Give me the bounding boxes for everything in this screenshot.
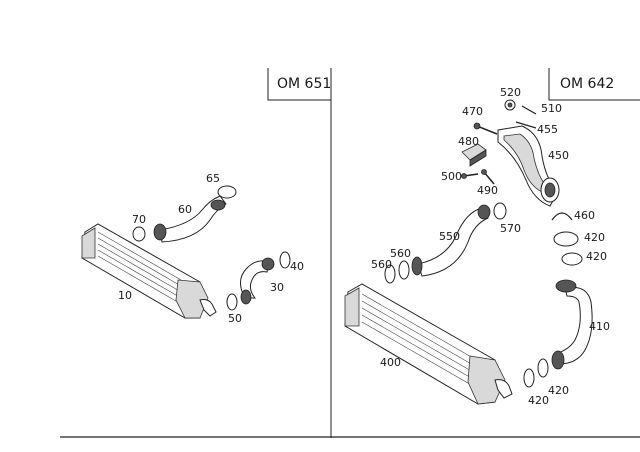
label-70: 70 <box>132 213 146 226</box>
housing-450 <box>497 125 560 207</box>
engine-box-left: OM 651 <box>267 68 331 101</box>
clamp-420a <box>553 231 579 247</box>
label-40: 40 <box>290 260 304 273</box>
label-450: 450 <box>548 149 569 162</box>
clamp-40 <box>279 251 291 269</box>
label-420b: 420 <box>586 250 607 263</box>
label-30: 30 <box>270 281 284 294</box>
label-455: 455 <box>537 123 558 136</box>
clamp-70 <box>132 226 146 242</box>
hose-550 <box>411 204 491 277</box>
label-510: 510 <box>541 102 562 115</box>
label-500: 500 <box>441 170 462 183</box>
label-10: 10 <box>118 289 132 302</box>
label-560a: 560 <box>390 247 411 260</box>
clamp-420d <box>523 368 535 388</box>
label-520: 520 <box>500 86 521 99</box>
label-490: 490 <box>477 184 498 197</box>
label-60: 60 <box>178 203 192 216</box>
clamp-65 <box>217 185 237 199</box>
label-420a: 420 <box>584 231 605 244</box>
clamp-570 <box>493 202 507 220</box>
label-65: 65 <box>206 172 220 185</box>
engine-label-right: OM 642 <box>560 76 614 92</box>
bracket-480 <box>461 143 487 167</box>
clip-510 <box>521 105 537 115</box>
clamp-50 <box>226 293 238 311</box>
intercooler-10 <box>81 223 217 319</box>
clamp-420b <box>561 252 583 266</box>
hose-30 <box>240 257 275 305</box>
label-550: 550 <box>439 230 460 243</box>
engine-label-left: OM 651 <box>277 76 331 92</box>
label-420d: 420 <box>528 394 549 407</box>
label-480: 480 <box>458 135 479 148</box>
label-460: 460 <box>574 209 595 222</box>
clamp-560b <box>384 264 396 284</box>
intercooler-400 <box>344 283 513 405</box>
hose-410 <box>551 279 593 370</box>
bolt-500 <box>461 173 479 179</box>
label-420c: 420 <box>548 384 569 397</box>
engine-box-right: OM 642 <box>548 68 640 101</box>
label-50: 50 <box>228 312 242 325</box>
clamp-65-ring <box>210 199 226 211</box>
hose-60 <box>153 195 227 243</box>
label-400: 400 <box>380 356 401 369</box>
label-570: 570 <box>500 222 521 235</box>
label-470: 470 <box>462 105 483 118</box>
gasket-455 <box>515 121 537 129</box>
label-410: 410 <box>589 320 610 333</box>
bolt-490 <box>481 169 495 185</box>
bracket-460 <box>551 212 573 221</box>
bolt-470 <box>473 122 498 135</box>
clamp-560a <box>398 260 410 280</box>
clamp-420c <box>537 358 549 378</box>
nut-520 <box>504 99 516 111</box>
label-560b: 560 <box>371 258 392 271</box>
